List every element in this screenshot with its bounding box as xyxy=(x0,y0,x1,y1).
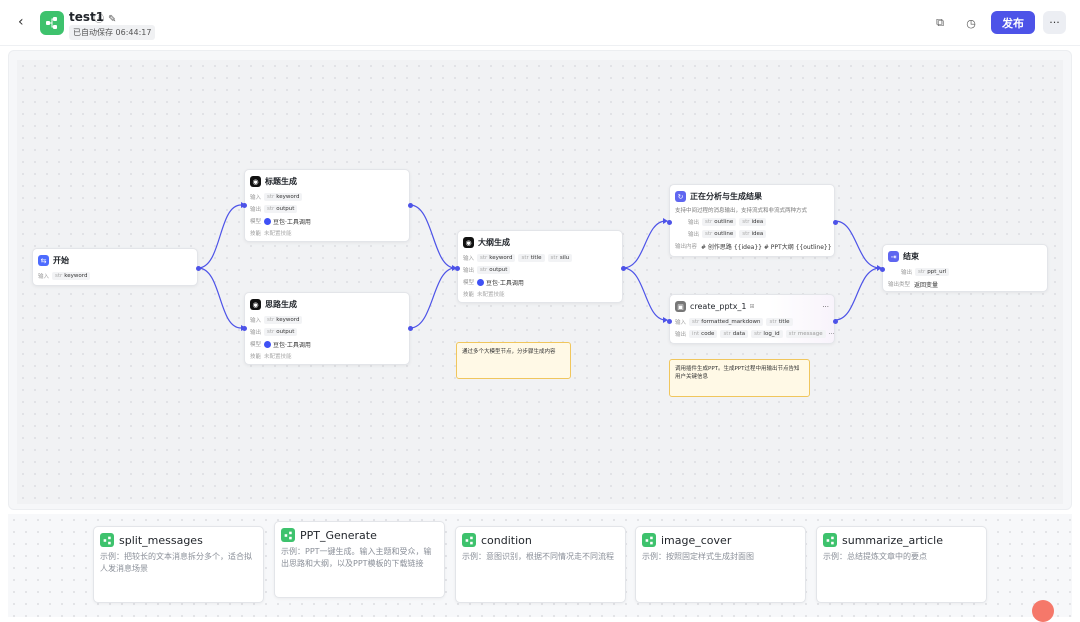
more-button[interactable]: ··· xyxy=(1043,11,1066,34)
assistant-avatar[interactable] xyxy=(1032,600,1054,622)
history-icon[interactable]: ◷ xyxy=(966,16,976,30)
end-icon: ⇥ xyxy=(888,251,899,262)
plugin-tag-icon: ⊞ xyxy=(749,303,755,310)
plugin-icon: ▣ xyxy=(675,301,686,312)
llm-icon: ◉ xyxy=(250,176,261,187)
node-title: 标题生成 xyxy=(265,177,297,186)
input-port[interactable] xyxy=(242,203,247,208)
model-icon xyxy=(477,278,484,286)
more-vars-button[interactable]: ··· xyxy=(828,330,834,338)
node-title: 大纲生成 xyxy=(478,238,510,247)
input-port[interactable] xyxy=(880,267,885,272)
template-desc: 示例：总结提炼文章中的要点 xyxy=(823,552,927,561)
template-card[interactable]: image_cover 示例：按照固定样式生成封面图 xyxy=(635,526,806,603)
template-title: condition xyxy=(481,533,532,547)
chevron-left-icon[interactable]: ‹ xyxy=(18,14,24,30)
template-card[interactable]: PPT_Generate 示例：PPT一键生成。输入主题和受众，输出思路和大纲，… xyxy=(274,521,445,598)
template-title: split_messages xyxy=(119,533,203,547)
template-card[interactable]: summarize_article 示例：总结提炼文章中的要点 xyxy=(816,526,987,603)
workflow-title: test1 xyxy=(69,10,105,24)
model-icon xyxy=(264,217,271,225)
start-icon: ⇆ xyxy=(38,255,49,266)
node-title: 思路生成 xyxy=(265,300,297,309)
output-port[interactable] xyxy=(196,266,201,271)
autosave-status: 已自动保存 06:44:17 xyxy=(69,25,156,40)
template-card[interactable]: split_messages 示例：把较长的文本消息拆分多个，适合拟人发消息场景 xyxy=(93,526,264,603)
node-menu-button[interactable]: ··· xyxy=(822,302,829,311)
row-label: 输入 xyxy=(38,274,50,280)
workflow-icon xyxy=(823,533,837,547)
output-port[interactable] xyxy=(408,326,413,331)
template-title: image_cover xyxy=(661,533,732,547)
workflow-icon xyxy=(281,528,295,542)
output-port[interactable] xyxy=(408,203,413,208)
top-bar: ‹ test1 ⓘ✎ 已自动保存 06:44:17 ⧉ ◷ 发布 ··· xyxy=(0,0,1080,46)
node-description: 支持中间过程的消息输出，支持流式和非流式两种方式 xyxy=(675,208,808,214)
node-title: create_pptx_1 xyxy=(690,302,747,311)
llm-icon: ◉ xyxy=(250,299,261,310)
output-port[interactable] xyxy=(833,220,838,225)
info-icon[interactable]: ⓘ xyxy=(94,14,108,25)
output-port[interactable] xyxy=(621,266,626,271)
template-title: PPT_Generate xyxy=(300,528,377,542)
template-title: summarize_article xyxy=(842,533,943,547)
input-port[interactable] xyxy=(667,319,672,324)
template-desc: 示例：按照固定样式生成封面图 xyxy=(642,552,754,561)
note-plugin-ppt[interactable]: 调用插件生成PPT。生成PPT过程中用输出节点告知用户关键信息 xyxy=(669,359,810,397)
output-port[interactable] xyxy=(833,319,838,324)
edit-icon[interactable]: ✎ xyxy=(108,14,121,25)
llm-icon: ◉ xyxy=(463,237,474,248)
template-desc: 示例：PPT一键生成。输入主题和受众，输出思路和大纲，以及PPT模板的下载链接 xyxy=(281,547,432,568)
template-desc: 示例：把较长的文本消息拆分多个，适合拟人发消息场景 xyxy=(100,552,252,573)
node-analyze[interactable]: ↻ 正在分析与生成结果 支持中间过程的消息输出，支持流式和非流式两种方式 输出 … xyxy=(667,184,838,257)
workflow-icon xyxy=(462,533,476,547)
template-desc: 示例：意图识别，根据不同情况走不同流程 xyxy=(462,552,614,561)
workflow-icon xyxy=(642,533,656,547)
info-edit-icons[interactable]: ⓘ✎ xyxy=(94,10,120,25)
node-title: 开始 xyxy=(53,256,69,265)
workflow-app-icon xyxy=(40,11,64,35)
copy-icon[interactable]: ⧉ xyxy=(936,16,944,29)
input-port[interactable] xyxy=(667,220,672,225)
message-output-icon: ↻ xyxy=(675,191,686,202)
model-icon xyxy=(264,340,271,348)
publish-button[interactable]: 发布 xyxy=(991,11,1035,34)
node-title: 正在分析与生成结果 xyxy=(690,192,762,201)
input-port[interactable] xyxy=(242,326,247,331)
workflow-icon xyxy=(100,533,114,547)
input-port[interactable] xyxy=(455,266,460,271)
node-title: 结束 xyxy=(903,252,919,261)
template-card[interactable]: condition 示例：意图识别，根据不同情况走不同流程 xyxy=(455,526,626,603)
note-llm-steps[interactable]: 通过多个大模型节点，分步骤生成内容 xyxy=(456,342,571,379)
